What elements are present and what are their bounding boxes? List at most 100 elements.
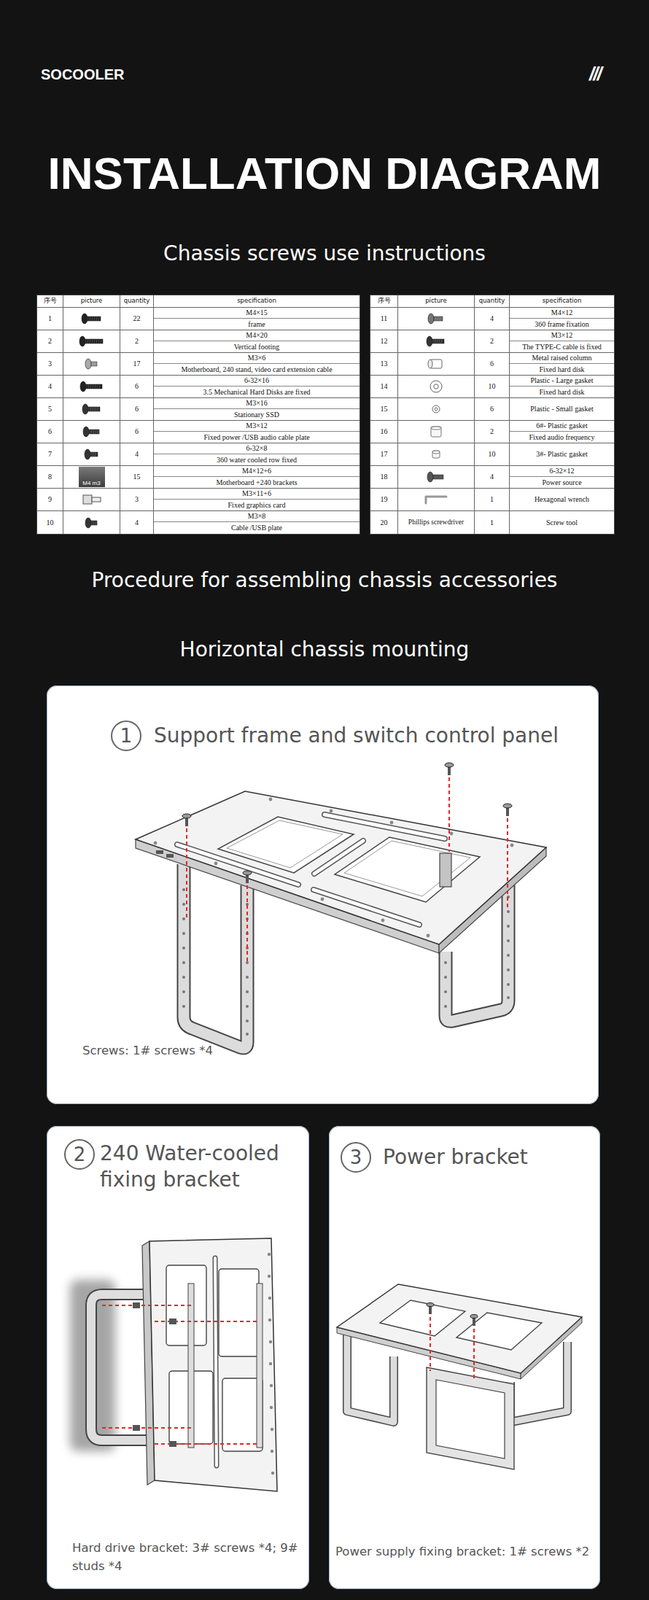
specification-use: 3.5 Mechanical Hard Disks are fixed [202,387,310,397]
part-icon [414,309,458,328]
frame-drawing-2 [91,1294,151,1441]
table-cell: Fixed hard disk [509,386,614,399]
specification-size: M4×12 [551,308,574,318]
part-icon [70,514,114,532]
row-number: 12 [380,336,388,346]
table-cell [63,488,121,512]
frame-drawing-2 [149,1238,278,1492]
part-picture [70,332,114,351]
row-number: 6 [48,427,52,437]
step-number-circle: 1 [110,720,142,752]
part-icon [428,359,433,369]
quantity-value: 1 [490,518,494,528]
table-cell: 11 [370,307,399,331]
frame-leg [182,946,186,950]
table-cell: 4 [37,375,64,399]
table-cell: Motherboard +240 brackets [153,476,360,489]
step-number: 2 [73,1144,87,1164]
part-icon [430,380,442,393]
frame-drawing-3 [456,1312,542,1350]
part-icon [435,474,437,480]
frame-drawing-3 [473,1328,475,1381]
frame-plate [177,844,299,885]
part-icon [70,332,114,351]
table-cell: 6#- Plastic gasket [509,420,614,432]
frame-plate [226,820,343,868]
part-icon [93,429,95,434]
part-icon [98,339,100,344]
specification-size: Hexagonal wrench [534,495,590,504]
quantity-value: 22 [133,314,141,324]
step-panel: 1Support frame and switch control panelS… [46,685,599,1105]
table-cell [63,352,121,376]
table-cell: 7 [37,443,64,466]
table-cell: 3#- Plastic gasket [509,443,614,466]
frame-plate [426,934,431,938]
step-number-circle: 2 [64,1139,95,1170]
frame-leg [182,888,186,892]
row-number: 13 [380,359,388,369]
table-cell: Fixed power /USB audio cable plate [153,431,360,444]
frame-leg [506,953,510,957]
part-picture [70,377,114,396]
part-icon [100,339,102,344]
quantity-value: 4 [134,518,139,528]
specification-use: The TYPE-C cable is fixed [522,342,602,352]
part-icon [438,339,440,344]
part-icon [90,384,92,389]
part-icon [414,468,458,486]
frame-leg [183,864,248,1048]
screw-with-guide [182,762,512,962]
frame-drawing-3 [347,1334,394,1422]
table-cell: 16 [370,420,399,444]
panel-ground [46,685,599,1105]
photo-caption: M4 m3 [82,480,100,488]
table-cell: 6 [474,352,510,376]
frame-leg [506,910,510,913]
table-cell: 3 [37,352,64,376]
table-cell: 19 [370,488,399,512]
part-icon [84,449,91,460]
table-cell: M3×12 [153,420,360,432]
part-picture [414,377,458,396]
frame-leg [506,982,510,986]
part-icon [414,355,458,373]
part-icon [414,422,458,441]
table-cell: 6 [120,398,154,421]
quantity-value: 6 [490,404,494,414]
table-cell: 6 [474,398,510,421]
frame-drawing-3 [429,1316,431,1371]
part-icon [93,361,95,367]
step-heading-box: Power bracket [382,1144,591,1171]
quantity-value: 4 [490,472,494,482]
brand-name-box: SOCOOLER [40,65,124,84]
table-cell: 14 [370,375,399,399]
quantity-value: 6 [134,427,139,437]
part-icon [430,339,445,344]
frame-leg [182,917,186,921]
table-cell: 2 [474,330,510,353]
table-cell: M3×16 [153,398,360,410]
row-number: 2 [48,336,52,346]
specification-size: Plastic - Small gasket [530,404,593,414]
part-icon [436,316,437,321]
table-cell [63,330,121,353]
specification-use: 360 frame fixation [534,320,589,329]
table-cell: picture [63,295,121,308]
frame-plate [269,797,273,802]
brand-mark: /// [589,62,601,85]
frame-drawing-2 [269,1362,272,1366]
step-caption-box: Screws: 1# screws *4 [82,1041,375,1060]
table-cell: 15 [120,465,154,489]
part-icon [434,339,436,344]
row-number: 17 [380,449,388,459]
row-number: 3 [48,359,52,369]
table-header: 序号 [43,297,57,305]
frame-plate [166,853,174,858]
frame-leg [245,961,249,965]
screw-table: 序号picturequantityspecification122M4×15fr… [36,294,361,535]
specification-size: 3#- Plastic gasket [535,449,588,459]
frame-drawing-2 [269,1405,273,1409]
table-cell: 13 [370,352,399,376]
